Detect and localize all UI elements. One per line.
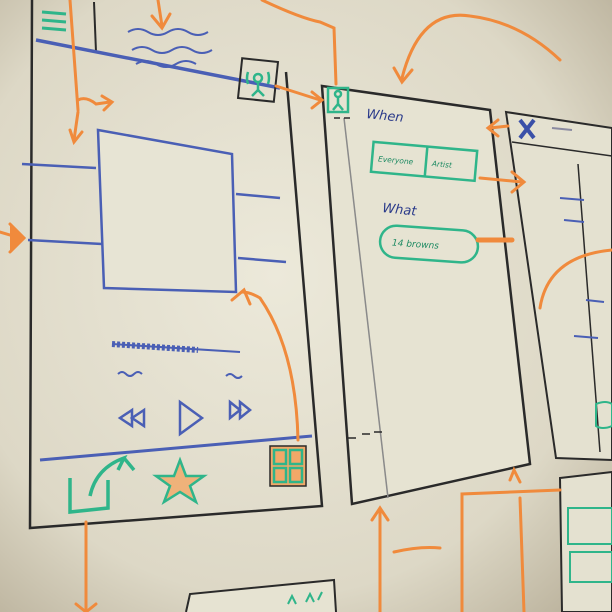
scrubber-bar[interactable] (111, 341, 241, 353)
close-icon[interactable] (518, 118, 536, 140)
bottom-wireframe (185, 578, 337, 612)
left-wireframe (21, 0, 324, 530)
left-frame-outline (28, 0, 324, 530)
star-icon[interactable] (152, 456, 208, 506)
middle-person-icon[interactable] (326, 86, 350, 114)
middle-wireframe: When Everyone Artist What 14 browns (320, 84, 532, 506)
grid-icon[interactable] (269, 445, 307, 487)
header-person-button[interactable] (236, 57, 280, 103)
segmented-control[interactable]: Everyone Artist (369, 140, 479, 183)
what-label: What (382, 201, 418, 220)
menu-icon (41, 10, 67, 32)
content-placeholder-box (96, 128, 238, 294)
segment-artist[interactable]: Artist (431, 159, 454, 170)
browns-pill[interactable]: 14 browns (378, 224, 480, 264)
person-icon (245, 71, 271, 97)
segment-everyone[interactable]: Everyone (378, 154, 414, 166)
right-wireframe (504, 110, 612, 612)
right-frame-outline (504, 110, 612, 462)
play-icon[interactable] (178, 399, 205, 437)
share-icon[interactable] (68, 454, 136, 514)
middle-frame-outline (320, 84, 532, 506)
pill-label[interactable]: 14 browns (392, 238, 440, 251)
footer-divider (39, 434, 313, 462)
when-label: When (366, 107, 405, 126)
forward-icon[interactable] (228, 399, 253, 421)
title-scribble (127, 28, 213, 68)
rewind-icon[interactable] (117, 407, 146, 429)
